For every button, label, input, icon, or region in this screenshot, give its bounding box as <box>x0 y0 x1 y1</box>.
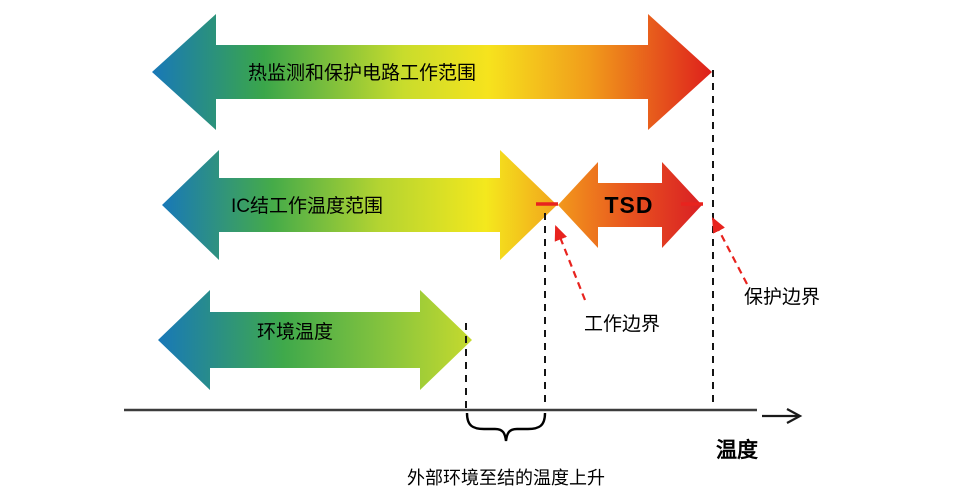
arrow-thermal-monitor-range <box>152 14 712 130</box>
brace-temperature-rise <box>465 412 547 442</box>
ambient-temperature-label: 环境温度 <box>257 321 333 343</box>
protection-boundary-pointer-arrow <box>711 217 748 285</box>
thermal-monitor-range-label: 热监测和保护电路工作范围 <box>248 62 476 84</box>
arrow-ambient-temperature <box>158 290 472 390</box>
temperature-rise-caption: 外部环境至结的温度上升 <box>407 468 605 488</box>
arrow-ic-junction-range <box>162 150 557 260</box>
operating-boundary-label: 工作边界 <box>584 313 660 335</box>
arrow-tsd-range <box>558 162 702 248</box>
operating-boundary-pointer-arrow <box>554 224 587 301</box>
axis-arrow-icon <box>762 408 803 424</box>
protection-boundary-label: 保护边界 <box>744 286 820 308</box>
tsd-label: TSD <box>605 192 654 218</box>
temperature-axis-label: 温度 <box>716 438 758 462</box>
ic-junction-range-label: IC结工作温度范围 <box>231 195 383 217</box>
